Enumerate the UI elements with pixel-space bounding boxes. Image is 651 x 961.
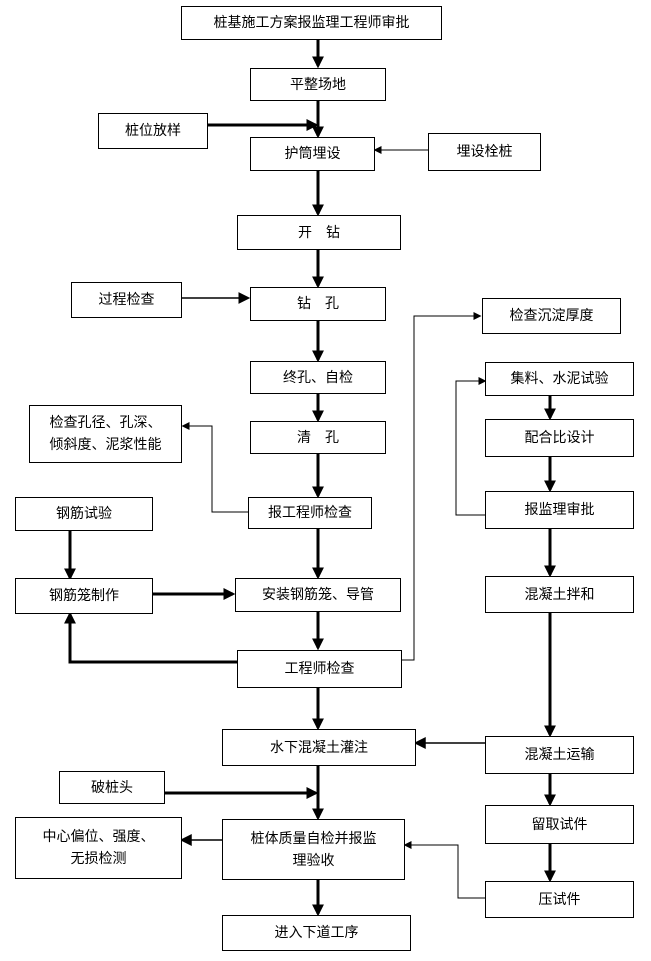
sample-node: 留取试件 — [485, 805, 634, 844]
arrow-engineer-to-sediment — [402, 312, 482, 661]
supervisor-approval-node: 报监理审批 — [485, 491, 634, 529]
process-check-node: 过程检查 — [71, 282, 182, 318]
casing-node: 护筒埋设 — [250, 137, 375, 171]
pile-layout-node: 桩位放样 — [98, 113, 208, 149]
bury-pile-node: 埋设栓桩 — [428, 133, 541, 171]
pile-inspect-node: 桩体质量自检并报监 理验收 — [222, 819, 405, 880]
arrow-approval-loop-to-aggregate — [455, 377, 487, 516]
clean-hole-node: 清 孔 — [250, 421, 386, 454]
engineer-report-node: 报工程师检查 — [248, 497, 372, 529]
concrete-transport-node: 混凝土运输 — [485, 736, 634, 774]
approval-node: 桩基施工方案报监理工程师审批 — [181, 6, 442, 40]
hole-params-node: 检查孔径、孔深、 倾斜度、泥浆性能 — [29, 405, 182, 463]
start-drill-node: 开 钻 — [237, 215, 401, 250]
arrow-report-to-params — [181, 422, 248, 513]
install-cage-node: 安装钢筋笼、导管 — [235, 578, 401, 612]
press-sample-node: 压试件 — [485, 881, 634, 918]
concrete-mix-node: 混凝土拌和 — [485, 576, 634, 613]
final-hole-node: 终孔、自检 — [250, 361, 386, 394]
next-step-node: 进入下道工序 — [222, 915, 411, 951]
sediment-check-node: 检查沉淀厚度 — [482, 298, 621, 334]
rebar-test-node: 钢筋试验 — [15, 497, 153, 531]
arrow-engineer-to-cage — [64, 611, 237, 664]
break-head-node: 破桩头 — [59, 771, 165, 804]
inspect-items-node: 中心偏位、强度、 无损检测 — [15, 817, 182, 879]
cage-make-node: 钢筋笼制作 — [15, 578, 153, 614]
drill-node: 钻 孔 — [250, 287, 386, 321]
level-site-node: 平整场地 — [250, 68, 386, 101]
arrow-press-to-inspect — [403, 841, 485, 899]
aggregate-test-node: 集料、水泥试验 — [485, 362, 634, 396]
mix-design-node: 配合比设计 — [485, 419, 634, 457]
engineer-check-node: 工程师检查 — [237, 650, 402, 688]
underwater-pour-node: 水下混凝土灌注 — [222, 729, 416, 766]
